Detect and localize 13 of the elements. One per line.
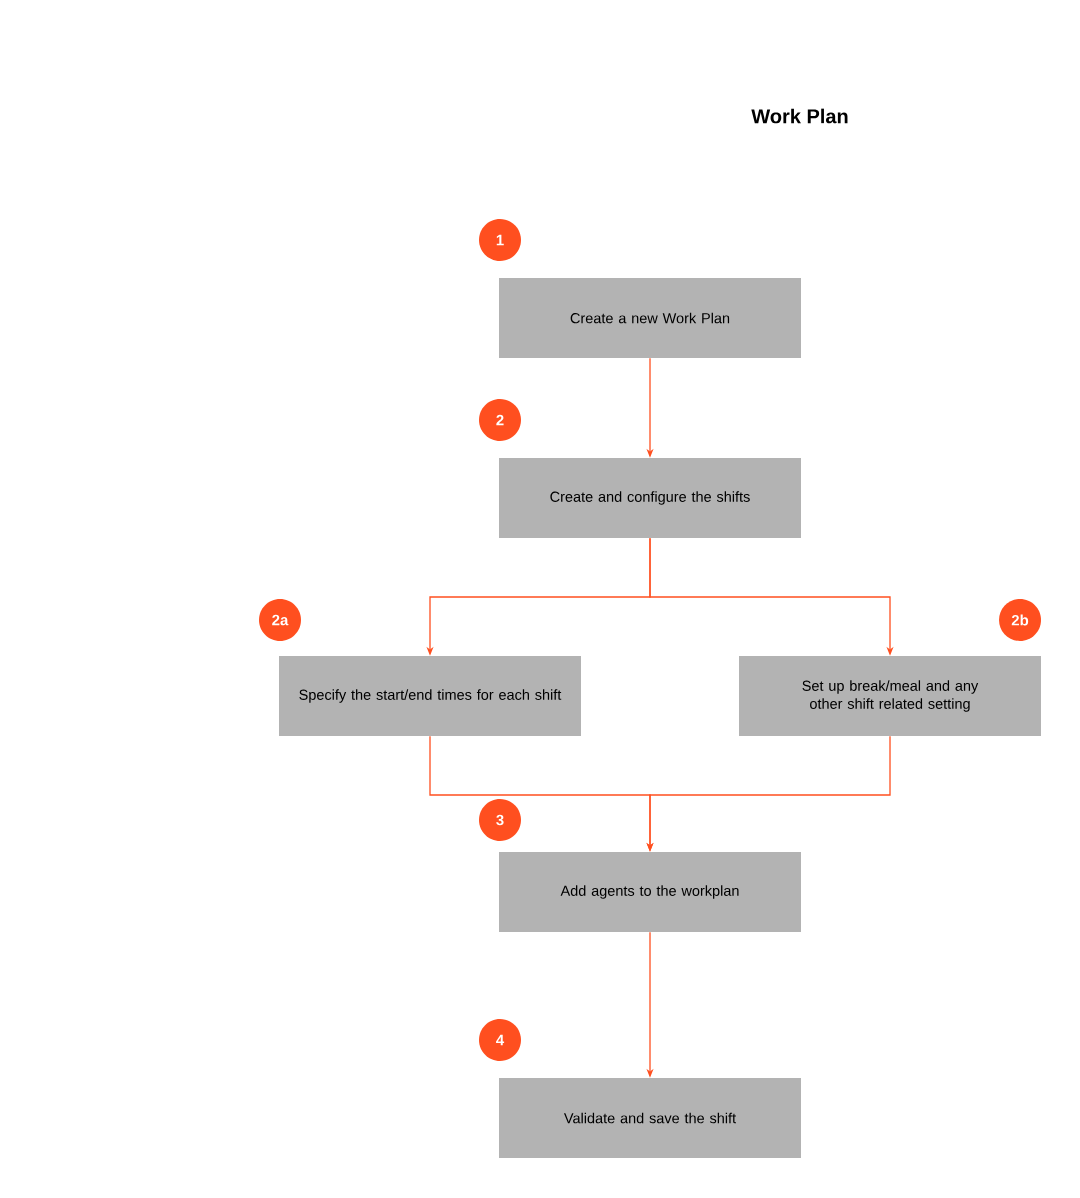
title: Work Plan (751, 108, 848, 124)
process-box: Add agents to the workplan (499, 852, 801, 932)
process-box: Create a new Work Plan (499, 278, 801, 358)
callout-number: 1 (479, 219, 521, 261)
process-box: Specify the start/end times for each shift (279, 656, 581, 736)
callout-number: 2 (479, 399, 521, 441)
callout-number: 3 (479, 799, 521, 841)
process-box: Create and configure the shifts (499, 458, 801, 538)
callout-number: 4 (479, 1019, 521, 1061)
callout-number: 2b (999, 599, 1041, 641)
process-box: Set up break/meal and any other shift related setting (739, 656, 1041, 736)
callout-number: 2a (259, 599, 301, 641)
process-box: Validate and save the shift (499, 1078, 801, 1158)
